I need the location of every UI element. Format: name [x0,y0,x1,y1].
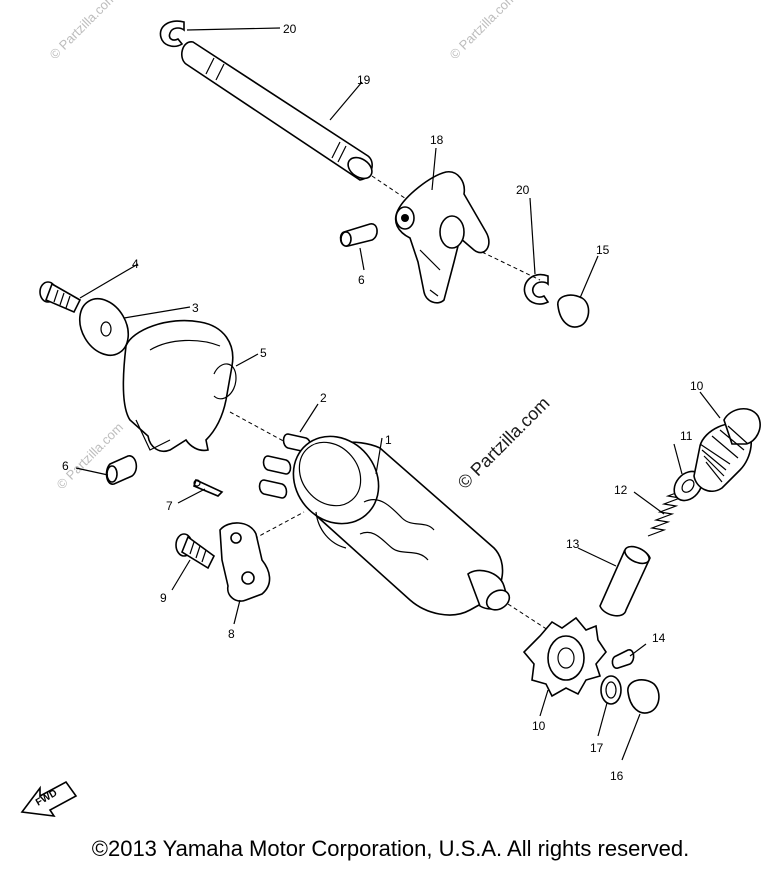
callout-3: 3 [192,301,199,315]
callout-13: 12 [614,483,628,497]
callout-16: 16 [610,769,624,783]
part-shift-fork-5 [122,319,301,452]
part-segment-10 [522,616,607,717]
part-pin-15 [611,643,647,669]
callout-19: 19 [357,73,371,87]
callout-20: 20 [283,22,297,36]
part-pin-left [75,455,138,485]
part-circlip-top [159,20,281,48]
part-shift-fork-upper [394,147,490,304]
watermark-main: © Partzilla.com [454,393,554,493]
callout-18: 18 [430,133,444,147]
part-screw-4 [39,263,139,314]
callout-12: 11 [680,429,693,443]
part-plug-bolt-11 [693,391,761,492]
callout-6: 6 [62,459,69,473]
callout-7: 7 [166,499,173,513]
part-pin-upper [339,223,378,271]
callout-20: 20 [516,183,530,197]
copyright-notice: ©2013 Yamaha Motor Corporation, U.S.A. A… [91,836,690,861]
part-cotter-pin [177,478,224,504]
fwd-arrow-icon: FWD [20,780,78,818]
part-plunger-14 [577,545,651,617]
callout-10: 10 [532,719,546,733]
callout-1: 1 [385,433,392,447]
callout-9: 9 [160,591,167,605]
callout-17: 17 [590,741,604,755]
callout-4: 4 [132,257,139,271]
callout-8: 8 [228,627,235,641]
part-stopper-plate [219,522,271,625]
part-shift-fork-shaft [181,41,431,216]
callout-6: 6 [358,273,365,287]
callout-5: 5 [260,346,267,360]
callout-11: 10 [690,379,704,393]
part-screw-9 [171,533,216,591]
part-plug-lower [621,679,660,761]
callout-2: 2 [320,391,327,405]
part-circlip-right [481,197,550,305]
part-plug-upper [557,255,599,328]
part-pins-2 [258,403,319,499]
part-shift-drum [247,435,549,631]
callout-14: 13 [566,537,580,551]
watermark-faint: © Partzilla.com [447,0,520,62]
part-washer-3 [78,297,191,357]
callout-16: 15 [596,243,610,257]
watermark-faint: © Partzilla.com [47,0,120,62]
part-circlip-17 [597,675,622,737]
callout-15: 14 [652,631,666,645]
